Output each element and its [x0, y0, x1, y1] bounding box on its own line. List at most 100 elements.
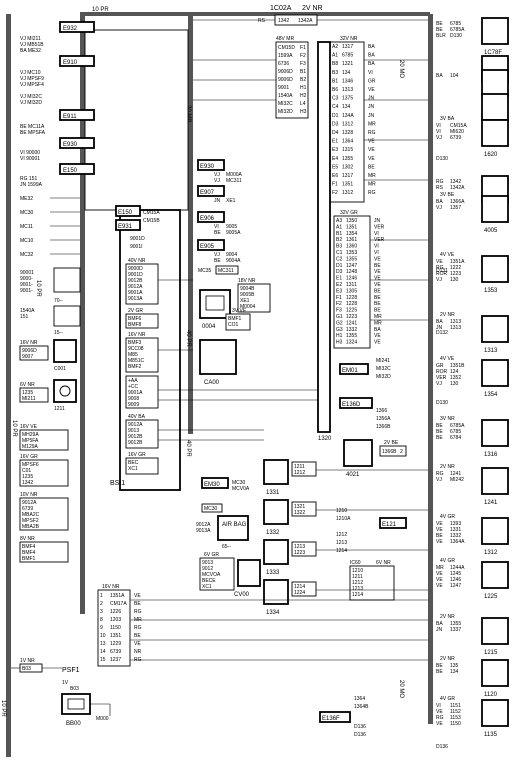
connector-32v-gr-pin: 1225 [346, 308, 357, 314]
mid-pr-label: 40 PR [185, 440, 191, 457]
svg-text:C01: C01 [22, 468, 31, 474]
psf1-connector-color: NR [134, 649, 142, 655]
psf1-connector-color: BE [134, 633, 141, 639]
svg-text:1320: 1320 [318, 436, 332, 442]
component-wire-color: VE [436, 539, 443, 545]
psf-connector-stack: 16V VE MH29A MP5FA M129A 16V GR MPSF6 C0… [19, 424, 69, 563]
fuse-box-e911: E911 [59, 109, 95, 121]
svg-text:9013: 9013 [202, 560, 213, 566]
connector-70: 90001 9000- 9001- 9001- 70-- [20, 267, 81, 304]
svg-text:1211: 1211 [294, 464, 305, 470]
component-wire-color: RS [436, 185, 444, 191]
psf1-connector-ref: 15 [100, 657, 106, 663]
component-code: 1312 [484, 550, 498, 556]
wire-label-12: VI 90001 [20, 156, 40, 162]
svg-text:MI211: MI211 [22, 396, 36, 402]
component-wire: 6739 [450, 135, 461, 141]
svg-text:1223: 1223 [294, 550, 305, 556]
svg-text:8V NR: 8V NR [20, 536, 35, 542]
connector-32v-gr-ref: E1 [336, 276, 342, 282]
svg-text:MC30: MC30 [204, 506, 218, 512]
component-wire: CM15A [450, 123, 467, 129]
svg-text:1213: 1213 [352, 586, 363, 592]
component-wire-color: BE [436, 429, 443, 435]
component-box [481, 561, 509, 589]
wire-label-13: RG 151 [20, 176, 37, 182]
connector-32v-nr-color: BA [368, 61, 375, 67]
connector-32v-nr-ref: E1 [332, 139, 338, 145]
component-wire: 1223 [450, 271, 461, 277]
component-wire-color: BE [436, 423, 443, 429]
svg-text:9000D: 9000D [128, 266, 143, 272]
component-wire-color: VE [436, 583, 443, 589]
svg-text:9012A: 9012A [128, 284, 143, 290]
component-wire: 1313 [450, 325, 461, 331]
connector-32v-gr-ref: H1 [336, 333, 343, 339]
component-wire: 1351B [450, 363, 465, 369]
connector-32v-nr-color: VE [368, 156, 375, 162]
svg-text:BECE: BECE [202, 578, 216, 584]
svg-text:1212: 1212 [352, 580, 363, 586]
svg-text:EM01: EM01 [342, 368, 358, 374]
svg-text:9012A: 9012A [22, 500, 37, 506]
svg-text:2V GR: 2V GR [128, 308, 143, 314]
svg-text:1366B: 1366B [376, 424, 391, 430]
svg-text:1366: 1366 [376, 408, 387, 414]
component-code: 1354 [484, 392, 498, 398]
left-pr2-label: 10 PR [35, 280, 41, 297]
connector-32v-nr-color: VE [368, 139, 375, 145]
connector-32v-nr-ref: E3 [332, 147, 338, 153]
dashboard-box-1332: 1332 1321 1322 [263, 499, 317, 536]
connector-32v-nr-pin: 6785 [342, 53, 353, 59]
component-code: 4005 [484, 228, 498, 234]
svg-text:1321: 1321 [294, 504, 305, 510]
dashboard-box-1333: 1333 1213 1223 [263, 539, 317, 576]
svg-text:BMF2: BMF2 [128, 364, 142, 370]
svg-text:MI32D: MI32D [376, 374, 391, 380]
component-wire-color: VE [436, 709, 443, 715]
component-wire: 1247 [450, 583, 461, 589]
component-wire-color: BA [436, 73, 443, 79]
psf1-connector-ref: 10 [100, 633, 106, 639]
airbag: AIR BAG 65-- 9012A 9013A [196, 515, 249, 550]
component-box [481, 255, 509, 283]
svg-text:1331: 1331 [266, 490, 280, 496]
svg-text:32V NR: 32V NR [340, 36, 358, 42]
left-bus [6, 14, 11, 759]
connector-32v-gr-ref: D3 [336, 269, 343, 275]
svg-text:16V VE: 16V VE [20, 424, 38, 430]
connector-32v-nr-ref: B8 [332, 61, 338, 67]
component-wire-color: VE [436, 577, 443, 583]
svg-text:9004B: 9004B [240, 286, 255, 292]
component-wire-color: BE [436, 533, 443, 539]
component-box [481, 467, 509, 495]
svg-text:BE: BE [214, 230, 221, 236]
component-code: 1215 [484, 650, 498, 656]
connector-32v-gr-color: VER [374, 224, 385, 230]
psf1-connector-ref: 3 [100, 609, 103, 615]
ic60: IC60 6V NR 1210 1211 1212 1213 1214 [349, 560, 395, 601]
svg-text:M0004: M0004 [240, 304, 256, 310]
component-wire-color: ROR [436, 369, 448, 375]
connector-32v-nr-color: JN [368, 113, 375, 119]
svg-text:MBA2C: MBA2C [22, 512, 40, 518]
connector-48v-pin: MI32D [278, 109, 293, 115]
connector-32v-gr-color: MR [374, 314, 382, 320]
svg-text:9004A: 9004A [226, 258, 241, 264]
connector-48v-ref: F3 [300, 61, 306, 67]
connector-32v-nr-pin: 134 [342, 70, 351, 76]
connector-32v-gr-pin: 1360 [346, 244, 357, 250]
svg-text:16V GR: 16V GR [128, 452, 146, 458]
connector-32v-gr-color: BA [374, 327, 381, 333]
connector-32v-gr-pin: 1247 [346, 263, 357, 269]
svg-text:D131: D131 [436, 268, 448, 274]
connector-32v-gr-ref: E2 [336, 282, 342, 288]
component-wire-color: GR [436, 363, 444, 369]
connector-32v-gr-color: VI [374, 231, 379, 237]
connector-48v-pin: 1540A [278, 93, 293, 99]
connector-32v-nr-color: GR [368, 78, 376, 84]
svg-text:VI: VI [214, 224, 219, 230]
component-wire-color: BE [436, 21, 443, 27]
svg-text:1235: 1235 [22, 390, 33, 396]
